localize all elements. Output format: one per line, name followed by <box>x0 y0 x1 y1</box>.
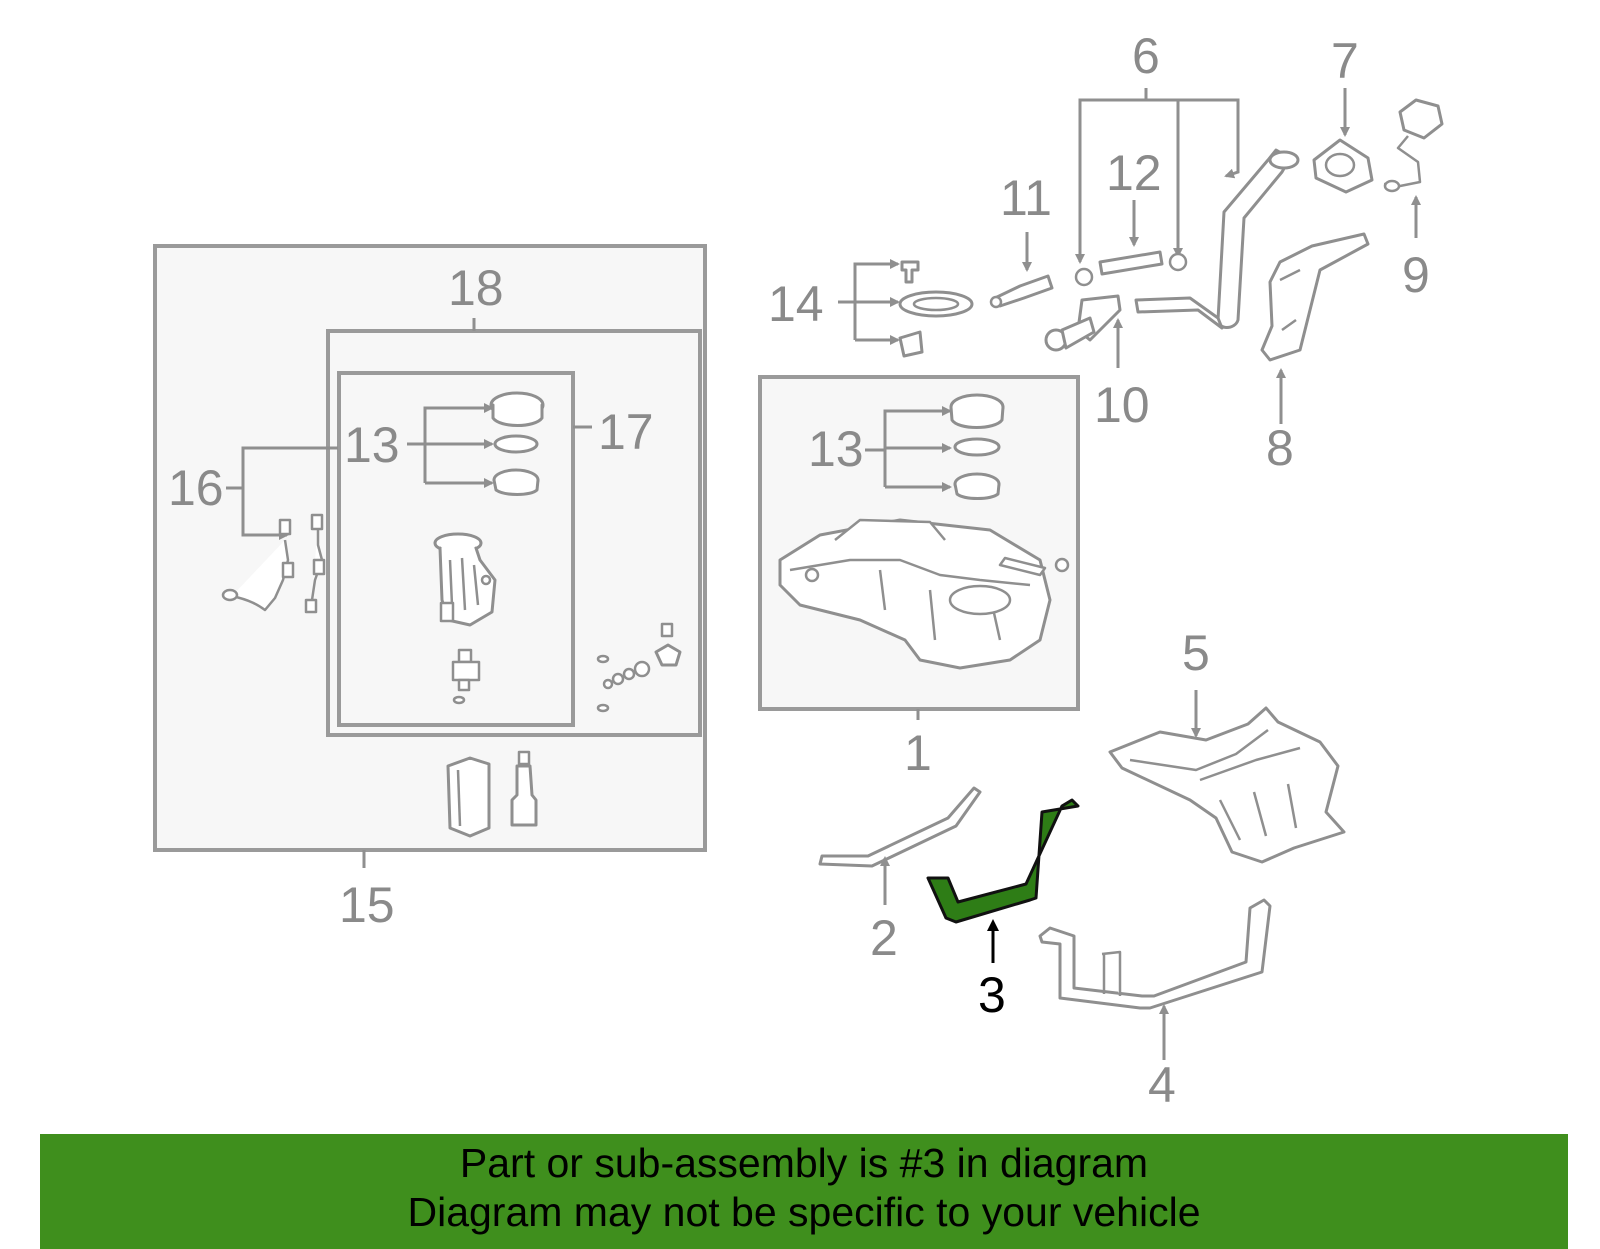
callout-9: 9 <box>1402 247 1430 303</box>
callout-15: 15 <box>339 877 395 933</box>
callout-10: 10 <box>1094 377 1150 433</box>
fuel-filter-15 <box>446 750 538 838</box>
filler-pipe-parts <box>989 98 1444 362</box>
seal-rings-13-left <box>489 391 545 496</box>
callout-5: 5 <box>1182 625 1210 681</box>
callout-18: 18 <box>448 260 504 316</box>
tank-strap-3-highlighted <box>926 798 1080 924</box>
banner-line-1: Part or sub-assembly is #3 in diagram <box>459 1140 1149 1186</box>
callout-7: 7 <box>1331 33 1359 89</box>
callout-13-right: 13 <box>808 421 864 477</box>
tank-strap-4 <box>1038 898 1272 1010</box>
callout-14: 14 <box>768 276 824 332</box>
callout-17: 17 <box>598 404 654 460</box>
callout-3: 3 <box>978 967 1006 1023</box>
callout-4: 4 <box>1148 1057 1176 1113</box>
callout-12: 12 <box>1106 145 1162 201</box>
callout-6: 6 <box>1132 28 1160 84</box>
tank-strap-2 <box>818 786 982 868</box>
callout-13-left: 13 <box>344 417 400 473</box>
callout-16: 16 <box>168 460 224 516</box>
mounting-parts-14 <box>898 260 974 358</box>
callout-11: 11 <box>1000 170 1052 226</box>
fuel-pump-module <box>433 532 497 705</box>
callout-8: 8 <box>1266 420 1294 476</box>
info-banner: Part or sub-assembly is #3 in diagram Di… <box>40 1134 1568 1249</box>
callout-1: 1 <box>904 725 932 781</box>
callout-2: 2 <box>870 910 898 966</box>
small-parts-18 <box>596 622 682 713</box>
harness-part-16 <box>221 513 326 614</box>
fuel-tank-1 <box>778 518 1070 670</box>
heat-shield-5 <box>1108 706 1346 864</box>
seal-rings-13-right <box>949 393 1005 500</box>
banner-line-2: Diagram may not be specific to your vehi… <box>407 1189 1201 1235</box>
